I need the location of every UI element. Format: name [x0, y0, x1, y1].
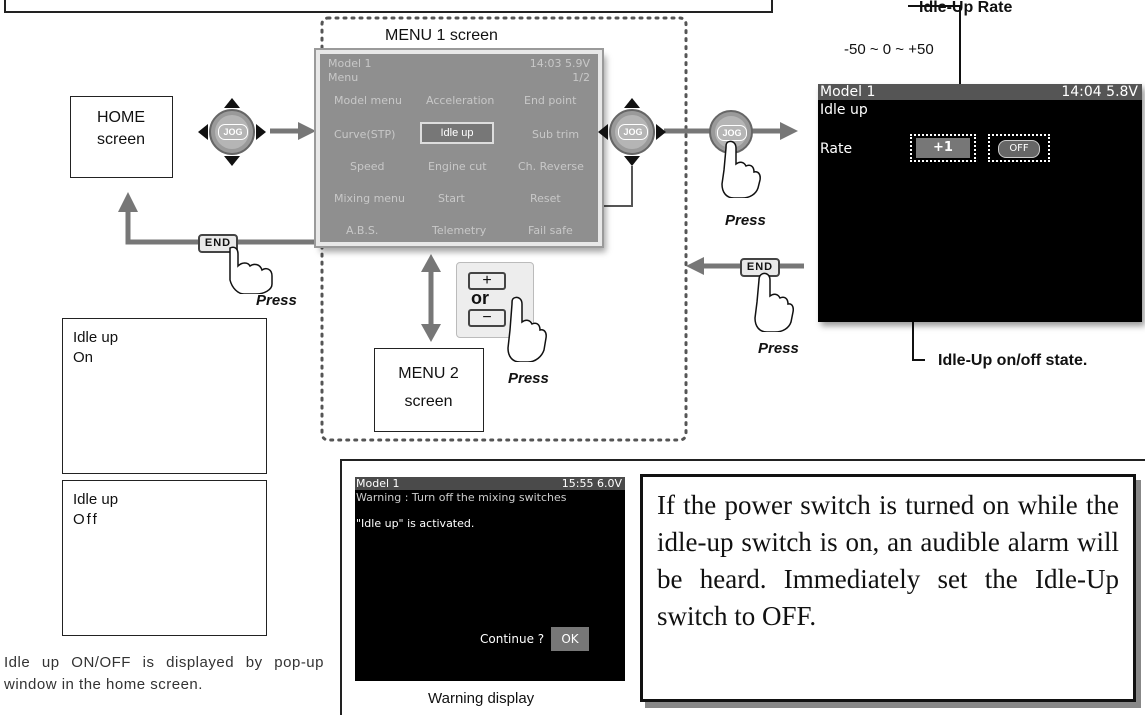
- warning-ok-button[interactable]: OK: [551, 627, 589, 651]
- lcd-model: Model 1: [820, 84, 876, 100]
- home-label-line1: HOME: [97, 109, 145, 126]
- menu-item-start[interactable]: Start: [438, 192, 465, 205]
- or-label: or: [471, 288, 489, 308]
- popup-off-box: Idle up Off: [62, 480, 267, 636]
- menu-item-speed[interactable]: Speed: [350, 160, 385, 173]
- menu1-menu: Menu: [328, 71, 359, 84]
- menu-item-ch-reverse[interactable]: Ch. Reverse: [518, 160, 584, 173]
- jog-dial-icon[interactable]: JOG: [198, 98, 266, 166]
- menu-item-reset[interactable]: Reset: [530, 192, 561, 205]
- minus-key[interactable]: −: [468, 309, 506, 327]
- hand-press-icon: [224, 244, 284, 294]
- menu-item-idle-up[interactable]: Idle up: [420, 122, 494, 144]
- menu2-label-line2: screen: [404, 393, 453, 410]
- idle-up-lcd: Model 1 14:04 5.8V Idle up Rate +1 OFF: [818, 84, 1142, 322]
- menu-item-mixing-menu[interactable]: Mixing menu: [334, 192, 405, 205]
- popup-on-line2: On: [73, 349, 94, 366]
- menu-item-curve[interactable]: Curve(STP): [334, 128, 396, 141]
- menu-item-model-menu[interactable]: Model menu: [334, 94, 402, 107]
- state-highlight: [988, 134, 1050, 162]
- popup-on-box: Idle up On: [62, 318, 267, 474]
- state-toggle-button[interactable]: OFF: [998, 140, 1040, 158]
- popup-off-line1: Idle up: [73, 491, 119, 508]
- warning-model: Model 1: [356, 477, 400, 490]
- warning-message: "Idle up" is activated.: [356, 517, 475, 530]
- warning-note-box: If the power switch is turned on while t…: [640, 474, 1136, 702]
- warning-time: 15:55 6.0V: [561, 477, 622, 490]
- rate-highlight: [910, 134, 976, 162]
- warning-lcd: Model 1 15:55 6.0V Warning : Turn off th…: [355, 477, 625, 681]
- home-screen-box: HOME screen: [70, 96, 173, 178]
- popup-caption: Idle up ON/OFF is displayed by pop-up wi…: [4, 654, 324, 693]
- menu1-time: 14:03 5.9V: [529, 57, 590, 70]
- press-label-end-right: Press: [758, 340, 799, 357]
- menu1-title: MENU 1 screen: [385, 27, 498, 44]
- hand-press-icon: [748, 272, 794, 332]
- end-key-icon-right[interactable]: END: [740, 258, 780, 277]
- jog-label: JOG: [218, 124, 248, 140]
- warning-header: Warning : Turn off the mixing switches: [356, 491, 567, 504]
- warning-note-text: If the power switch is turned on while t…: [657, 490, 1119, 631]
- lcd-rate-label: Rate: [820, 141, 853, 157]
- menu1-lcd: Model 1 14:03 5.9V Menu 1/2 Model menu A…: [316, 50, 602, 246]
- menu2-label-line1: MENU 2: [398, 365, 459, 382]
- rate-callout-title: Idle-Up Rate: [919, 0, 1013, 16]
- menu-item-abs[interactable]: A.B.S.: [346, 224, 379, 237]
- menu1-page: 1/2: [572, 71, 590, 84]
- rate-callout-range: -50 ~ 0 ~ +50: [844, 41, 934, 58]
- press-label-end-left: Press: [256, 292, 297, 309]
- menu-item-telemetry[interactable]: Telemetry: [432, 224, 487, 237]
- rate-value-button[interactable]: +1: [916, 138, 970, 158]
- jog-label: JOG: [717, 125, 747, 141]
- jog-dial-icon-menu[interactable]: JOG: [598, 98, 666, 166]
- end-key-icon[interactable]: END: [198, 234, 238, 253]
- popup-off-line2: Off: [73, 511, 99, 528]
- press-label-plus-minus: Press: [508, 370, 549, 387]
- warning-caption: Warning display: [428, 690, 535, 707]
- menu-item-end-point[interactable]: End point: [524, 94, 577, 107]
- lcd-header-bar: [818, 84, 1142, 100]
- hand-press-icon: [716, 140, 762, 198]
- jog-press-icon[interactable]: JOG: [706, 110, 756, 160]
- menu-item-sub-trim[interactable]: Sub trim: [532, 128, 580, 141]
- menu-item-fail-safe[interactable]: Fail safe: [528, 224, 573, 237]
- menu-item-engine-cut[interactable]: Engine cut: [428, 160, 487, 173]
- menu1-model: Model 1: [328, 57, 372, 70]
- state-callout-label: Idle-Up on/off state.: [938, 352, 1088, 369]
- popup-on-line1: Idle up: [73, 329, 119, 346]
- lcd-title: Idle up: [820, 102, 868, 118]
- warning-continue-label: Continue ?: [480, 632, 545, 646]
- lcd-time: 14:04 5.8V: [1061, 84, 1138, 100]
- hand-press-icon: [502, 296, 548, 362]
- menu-item-acceleration[interactable]: Acceleration: [426, 94, 495, 107]
- warning-header-bar: [355, 477, 625, 490]
- menu2-screen-box: MENU 2 screen: [374, 348, 484, 432]
- jog-label: JOG: [618, 124, 648, 140]
- press-label-jog: Press: [725, 212, 766, 229]
- plus-key[interactable]: +: [468, 272, 506, 290]
- home-label-line2: screen: [96, 131, 146, 148]
